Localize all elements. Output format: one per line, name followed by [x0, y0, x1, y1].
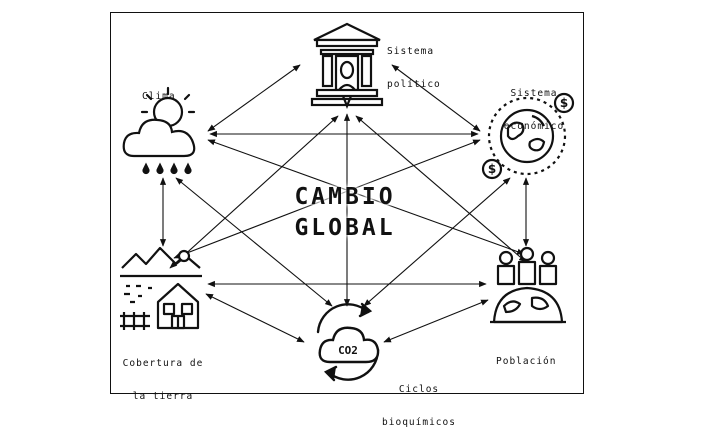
label-clima-line-1: Clima [142, 91, 176, 102]
label-poblacion: Población [496, 334, 556, 378]
diagram-frame [110, 12, 584, 394]
arrow-poblacion-ciclos [383, 299, 489, 343]
label-clima: Clima [142, 69, 176, 113]
land-cover-farm-icon [120, 246, 202, 330]
label-ciclos-line-2: bioquímicos [382, 417, 456, 428]
label-politico-line-2: político [387, 79, 441, 90]
title-line-2: GLOBAL [294, 215, 396, 241]
arrow-cobertura-ciclos [205, 293, 305, 343]
label-poblacion-line-1: Población [496, 356, 557, 367]
label-sistema-politico: Sistema político [387, 24, 441, 101]
label-cobertura-line-1: Cobertura de [122, 358, 204, 369]
label-ciclos-line-1: Ciclos [398, 384, 440, 395]
label-economico-line-2: económico [503, 121, 565, 132]
connection-arrows [159, 64, 530, 343]
central-title: CAMBIO GLOBAL [275, 182, 415, 244]
population-globe-icon [490, 246, 566, 324]
globe-money-icon: $ $ [481, 92, 575, 180]
arrow-economico-cobertura [173, 139, 481, 259]
svg-text:$: $ [488, 162, 496, 176]
sun-cloud-rain-icon [122, 86, 196, 175]
co2-text: CO2 [338, 344, 358, 357]
government-building-icon [310, 22, 384, 109]
co2-cycle-icon [316, 302, 380, 382]
arrow-politico-clima [207, 64, 301, 132]
svg-text:$: $ [560, 96, 568, 110]
diagram-canvas: $ $ CO2 [120, 22, 575, 382]
label-ciclos: Ciclos bioquímicos [376, 362, 462, 439]
title-line-1: CAMBIO [294, 184, 396, 210]
label-economico-line-1: Sistema [510, 88, 558, 99]
label-cobertura: Cobertura de la tierra [112, 336, 214, 413]
label-cobertura-line-2: la tierra [132, 391, 194, 402]
label-politico-line-1: Sistema [387, 46, 435, 57]
label-sistema-economico: Sistema económico [498, 66, 570, 143]
